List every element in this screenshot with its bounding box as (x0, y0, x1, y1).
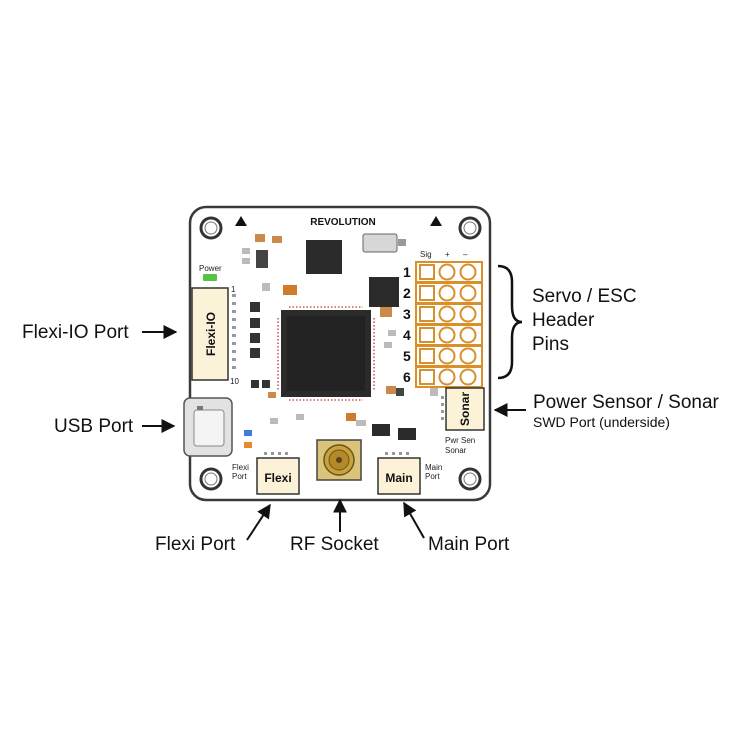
crystal-component (362, 233, 398, 253)
ground-pin (459, 284, 477, 302)
header-pin-row: 2 (403, 282, 483, 304)
callout-power-sensor: Power Sensor / Sonar (533, 392, 720, 413)
header-pin-row: 3 (403, 303, 483, 325)
power-pin (438, 347, 456, 365)
pin-number-label: 4 (403, 327, 411, 343)
usb-connector (183, 397, 233, 457)
power-led-label: Power (199, 264, 222, 273)
pin-number-label: 1 (403, 264, 411, 280)
callout-servo-esc-2: Header (532, 310, 595, 331)
header-col-sig: Sig (420, 250, 432, 259)
signal-pin (419, 306, 435, 322)
status-led-blue (244, 430, 252, 436)
power-pin (438, 284, 456, 302)
mounting-holes (199, 216, 482, 491)
flexi-io-connector: Flexi-IO 1 10 (191, 285, 239, 386)
bracket-icon (497, 264, 523, 380)
sonar-connector-label: Sonar (458, 392, 472, 426)
ground-pin (459, 263, 477, 281)
callout-servo-esc-1: Servo / ESC (532, 286, 637, 307)
main-connector-label: Main (385, 471, 412, 485)
rf-socket (316, 439, 362, 481)
power-pin (438, 368, 456, 386)
power-pin (438, 305, 456, 323)
sonar-connector: Sonar Pwr Sen Sonar (441, 387, 485, 455)
signal-pin (419, 285, 435, 301)
pin-number-label: 6 (403, 369, 411, 385)
ground-pin (459, 326, 477, 344)
component (398, 239, 406, 246)
orientation-arrow-icon (235, 216, 247, 226)
flexi-connector: Flexi Flexi Port (232, 452, 300, 495)
callout-flexi-io-port: Flexi-IO Port (22, 322, 129, 343)
header-pin-row: 6 (403, 366, 483, 388)
ground-pin (459, 305, 477, 323)
pin-number-label: 3 (403, 306, 411, 322)
smd-components (242, 234, 438, 440)
flexi-connector-label: Flexi (264, 471, 291, 485)
header-col-plus: + (445, 250, 450, 259)
signal-pin (419, 327, 435, 343)
flexi-io-pin-last: 10 (230, 377, 239, 386)
header-pin-row: 1 (403, 261, 483, 283)
callout-flexi-port: Flexi Port (155, 534, 236, 555)
flexi-io-connector-label: Flexi-IO (204, 312, 218, 356)
main-port-small-label-2: Port (425, 472, 440, 481)
callout-servo-esc-3: Pins (532, 334, 569, 355)
flight-controller-board: REVOLUTION (183, 205, 492, 502)
flexi-io-pin-first: 1 (231, 285, 236, 294)
header-pin-row: 4 (403, 324, 483, 346)
main-port-small-label-1: Main (425, 463, 442, 472)
sensor-chip (369, 277, 399, 307)
pwr-sen-label: Pwr Sen (445, 436, 475, 445)
sonar-small-label: Sonar (445, 446, 467, 455)
callout-main-port: Main Port (428, 534, 510, 555)
flexi-port-small-label-1: Flexi (232, 463, 249, 472)
main-mcu-chip (277, 306, 375, 401)
callout-rf-socket: RF Socket (290, 534, 379, 555)
signal-pin (419, 348, 435, 364)
header-pin-row: 5 (403, 345, 483, 367)
callout-usb-port: USB Port (54, 416, 134, 437)
arrow-icon (246, 503, 271, 541)
brand-logo: REVOLUTION (310, 217, 376, 228)
flexi-port-small-label-2: Port (232, 472, 247, 481)
power-pin (438, 326, 456, 344)
orientation-arrow-icon (430, 216, 442, 226)
pin-number-label: 5 (403, 348, 411, 364)
pin-number-label: 2 (403, 285, 411, 301)
ground-pin (459, 368, 477, 386)
callout-swd-port: SWD Port (underside) (533, 414, 670, 430)
status-led-orange (244, 442, 252, 448)
servo-esc-header: Sig + – 1 2 3 4 5 6 (403, 250, 483, 388)
power-led (203, 274, 217, 281)
sensor-chip (306, 240, 342, 274)
callouts: Flexi-IO Port USB Port Servo / ESC Heade… (22, 264, 720, 555)
power-pin (438, 263, 456, 281)
signal-pin (419, 264, 435, 280)
signal-pin (419, 369, 435, 385)
header-col-minus: – (463, 250, 468, 259)
main-connector: Main Main Port (377, 452, 442, 495)
ground-pin (459, 347, 477, 365)
arrow-icon (403, 501, 425, 539)
